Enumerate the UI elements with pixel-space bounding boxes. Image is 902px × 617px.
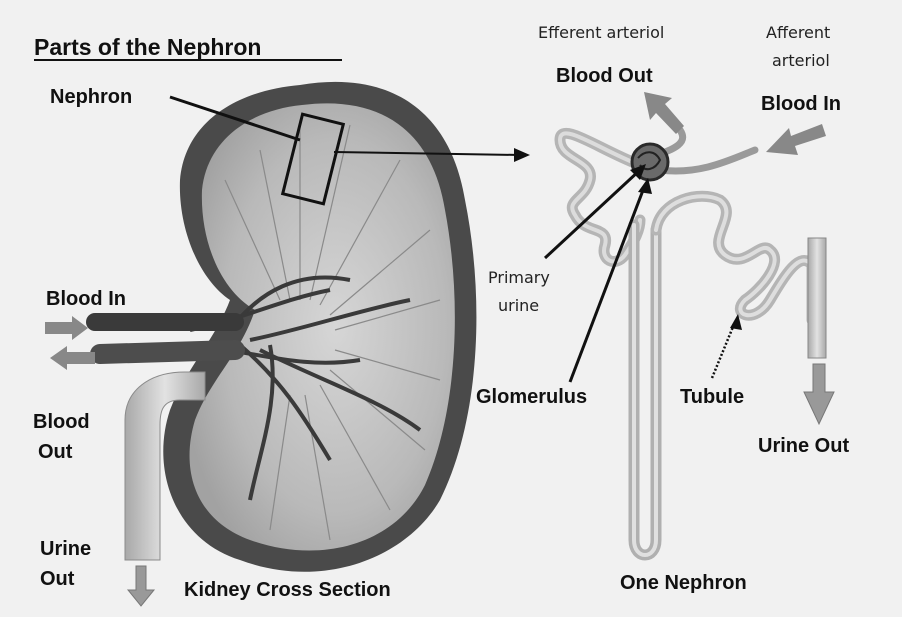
title-text: Parts of the Nephron: [34, 34, 261, 60]
urine-out-right-label: Urine Out: [758, 435, 849, 457]
glomerulus-label: Glomerulus: [476, 386, 587, 408]
renal-vein: [100, 350, 235, 354]
primary-urine-line2: urine: [498, 296, 539, 315]
blood-out-left-line1: Blood: [33, 411, 90, 433]
blood-in-left-label: Blood In: [46, 288, 126, 310]
blood-in-left-arrow: [45, 316, 88, 340]
kidney-cross-section-label: Kidney Cross Section: [184, 579, 391, 601]
diagram-title: Parts of the Nephron: [34, 34, 342, 60]
blood-out-right-label: Blood Out: [556, 65, 653, 87]
blood-out-right-arrow: [644, 92, 684, 134]
efferent-arteriol-label: Efferent arteriol: [538, 23, 664, 42]
loop-of-henle: [634, 225, 656, 555]
afferent-arteriol-line2: arteriol: [772, 51, 830, 70]
collecting-duct: [808, 238, 826, 358]
urine-out-right-arrow: [804, 364, 834, 424]
one-nephron-label: One Nephron: [620, 572, 747, 594]
single-nephron: [560, 130, 826, 555]
blood-out-left-line2: Out: [38, 441, 73, 463]
afferent-arteriole: [660, 150, 755, 171]
urine-out-left-line1: Urine: [40, 538, 91, 560]
tubule-label: Tubule: [680, 386, 744, 408]
primary-urine-line1: Primary: [488, 268, 550, 287]
blood-in-right-arrow: [766, 124, 826, 155]
nephron-label: Nephron: [50, 86, 132, 108]
urine-out-left-line2: Out: [40, 568, 75, 590]
kidney-cross-section: [95, 82, 476, 572]
proximal-convoluted-tubule: [560, 133, 640, 261]
urine-out-left-arrow: [128, 566, 154, 606]
tubule-pointer: [712, 322, 735, 378]
afferent-arteriol-line1: Afferent: [766, 23, 830, 42]
blood-out-left-arrow: [50, 346, 95, 370]
blood-in-right-label: Blood In: [761, 93, 841, 115]
